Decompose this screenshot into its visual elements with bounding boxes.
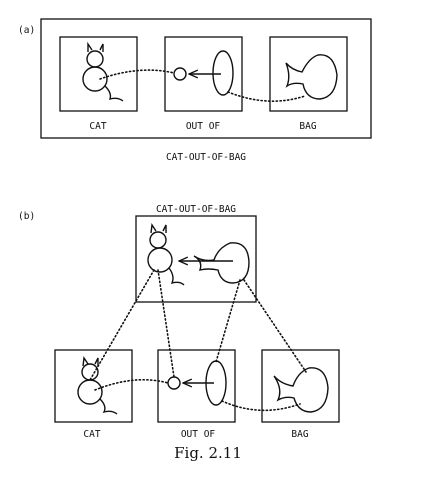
panel-a-out-of-label: OUT OF: [186, 121, 221, 132]
panel-b-bag-label: BAG: [291, 429, 308, 440]
panel-b-bag-box: [261, 349, 340, 423]
panel-b-cat-box: [54, 349, 133, 423]
connector-ring-to-bag: [227, 91, 306, 102]
connector-cat-to-circle: [94, 378, 169, 391]
panel-a-bag-label: BAG: [299, 121, 316, 132]
panel-a-tag: (a): [18, 25, 35, 36]
panel-a-cat-label: CAT: [89, 121, 106, 132]
panel-a-composite-label: CAT-OUT-OF-BAG: [166, 152, 246, 163]
panel-a-bag-box: [269, 36, 348, 112]
panel-b-tag: (b): [18, 211, 35, 222]
panel-a: (a) CAT OUT OF BAG: [18, 18, 372, 163]
panel-b-composite-box: [135, 215, 257, 303]
link-composite-cat-to-cat: [89, 269, 155, 381]
link-composite-bag-to-ring: [215, 279, 241, 363]
panel-b-cat-label: CAT: [83, 429, 100, 440]
composite-bag-shape: [193, 242, 250, 284]
bag-shape: [273, 367, 329, 413]
link-composite-bag-to-bag: [243, 279, 307, 373]
panel-a-cat-box: [59, 36, 138, 112]
panel-b-out-of-box: [157, 349, 236, 423]
composite-cat-drawing: [147, 223, 185, 286]
connector-ring-to-bag: [221, 400, 301, 412]
panel-b-out-of-label: OUT OF: [181, 429, 216, 440]
connector-cat-to-circle: [99, 69, 175, 80]
ring-ellipse-shape: [212, 50, 234, 96]
small-circle-shape: [173, 67, 187, 81]
panel-a-frame: [40, 18, 372, 139]
panel-a-out-of-box: [164, 36, 243, 112]
figure-caption: Fig. 2.11: [174, 444, 242, 462]
cat-drawing: [82, 41, 124, 102]
link-composite-cat-to-circle: [157, 269, 175, 378]
small-circle-shape: [167, 376, 181, 390]
bag-shape: [285, 54, 338, 100]
panel-b: (b) CAT-OUT-OF-BAG: [18, 204, 340, 440]
panel-b-composite-label: CAT-OUT-OF-BAG: [156, 204, 236, 215]
